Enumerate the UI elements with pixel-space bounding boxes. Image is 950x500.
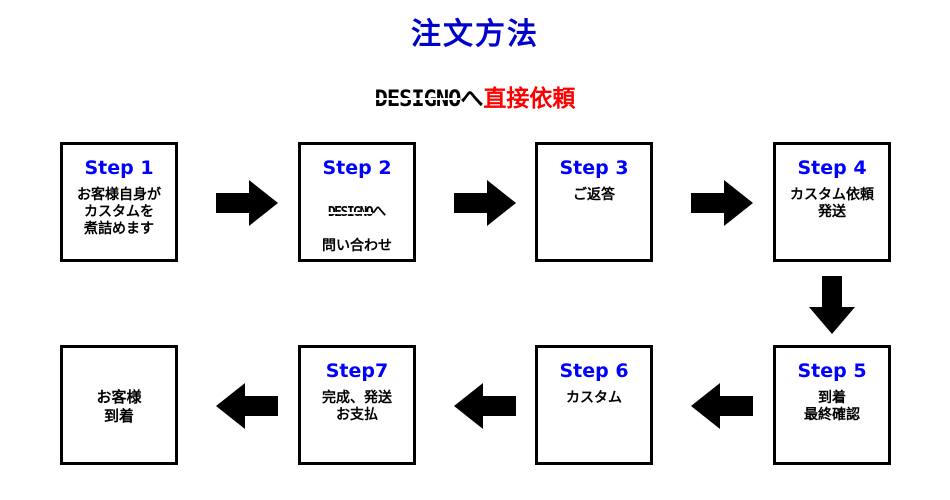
flow-box-delivery: お客様 到着 [60, 345, 178, 465]
step-body-1: お客様自身が カスタムを 煮詰めます [77, 187, 161, 237]
page-title: 注文方法 [411, 17, 539, 52]
arrow-step6-to-step7-icon [454, 383, 516, 429]
flow-box-step-3: Step 3 ご返答 [535, 142, 653, 262]
flow-box-step-6: Step 6 カスタム [535, 345, 653, 465]
flow-box-step-1: Step 1 お客様自身が カスタムを 煮詰めます [60, 142, 178, 262]
step-label-2: Step 2 [322, 157, 392, 179]
step-body-5: 到着 最終確認 [804, 390, 860, 423]
step-body-2: DESIGNOへ 問い合わせ [301, 187, 413, 255]
step-label-5: Step 5 [797, 360, 867, 382]
arrow-step3-to-step4-icon [691, 180, 753, 226]
subtitle-highlight: 直接依頼 [483, 86, 576, 112]
flow-box-step-5: Step 5 到着 最終確認 [773, 345, 891, 465]
flow-box-step-4: Step 4 カスタム依頼 発送 [773, 142, 891, 262]
designo-logo-text: DESIGNO [374, 87, 461, 112]
step-body-7: 完成、発送 お支払 [322, 390, 392, 423]
flow-box-step-2: Step 2 DESIGNOへ 問い合わせ [298, 142, 416, 262]
step-label-4: Step 4 [797, 157, 867, 179]
subtitle: DESIGNOへ直接依頼 [0, 86, 950, 113]
step-label-1: Step 1 [84, 157, 154, 179]
arrow-step2-to-step3-icon [454, 180, 516, 226]
step-label-6: Step 6 [559, 360, 629, 382]
flow-box-step-7: Step7 完成、発送 お支払 [298, 345, 416, 465]
step-body-delivery: お客様 到着 [96, 388, 142, 425]
step-body-2-particle: へ [372, 204, 387, 220]
designo-logo-text-inline: DESIGNO [327, 205, 374, 220]
arrow-step4-to-step5-icon [809, 276, 855, 334]
step-body-4: カスタム依頼 発送 [790, 187, 874, 220]
arrow-step7-to-delivery-icon [216, 383, 278, 429]
subtitle-particle: へ [460, 86, 484, 112]
step-label-7: Step7 [325, 360, 389, 382]
step-body-3: ご返答 [573, 187, 615, 203]
step-body-6: カスタム [566, 390, 622, 406]
arrow-step1-to-step2-icon [216, 180, 278, 226]
step-body-2-line2: 問い合わせ [322, 238, 392, 254]
step-label-3: Step 3 [559, 157, 629, 179]
arrow-step5-to-step6-icon [691, 383, 753, 429]
